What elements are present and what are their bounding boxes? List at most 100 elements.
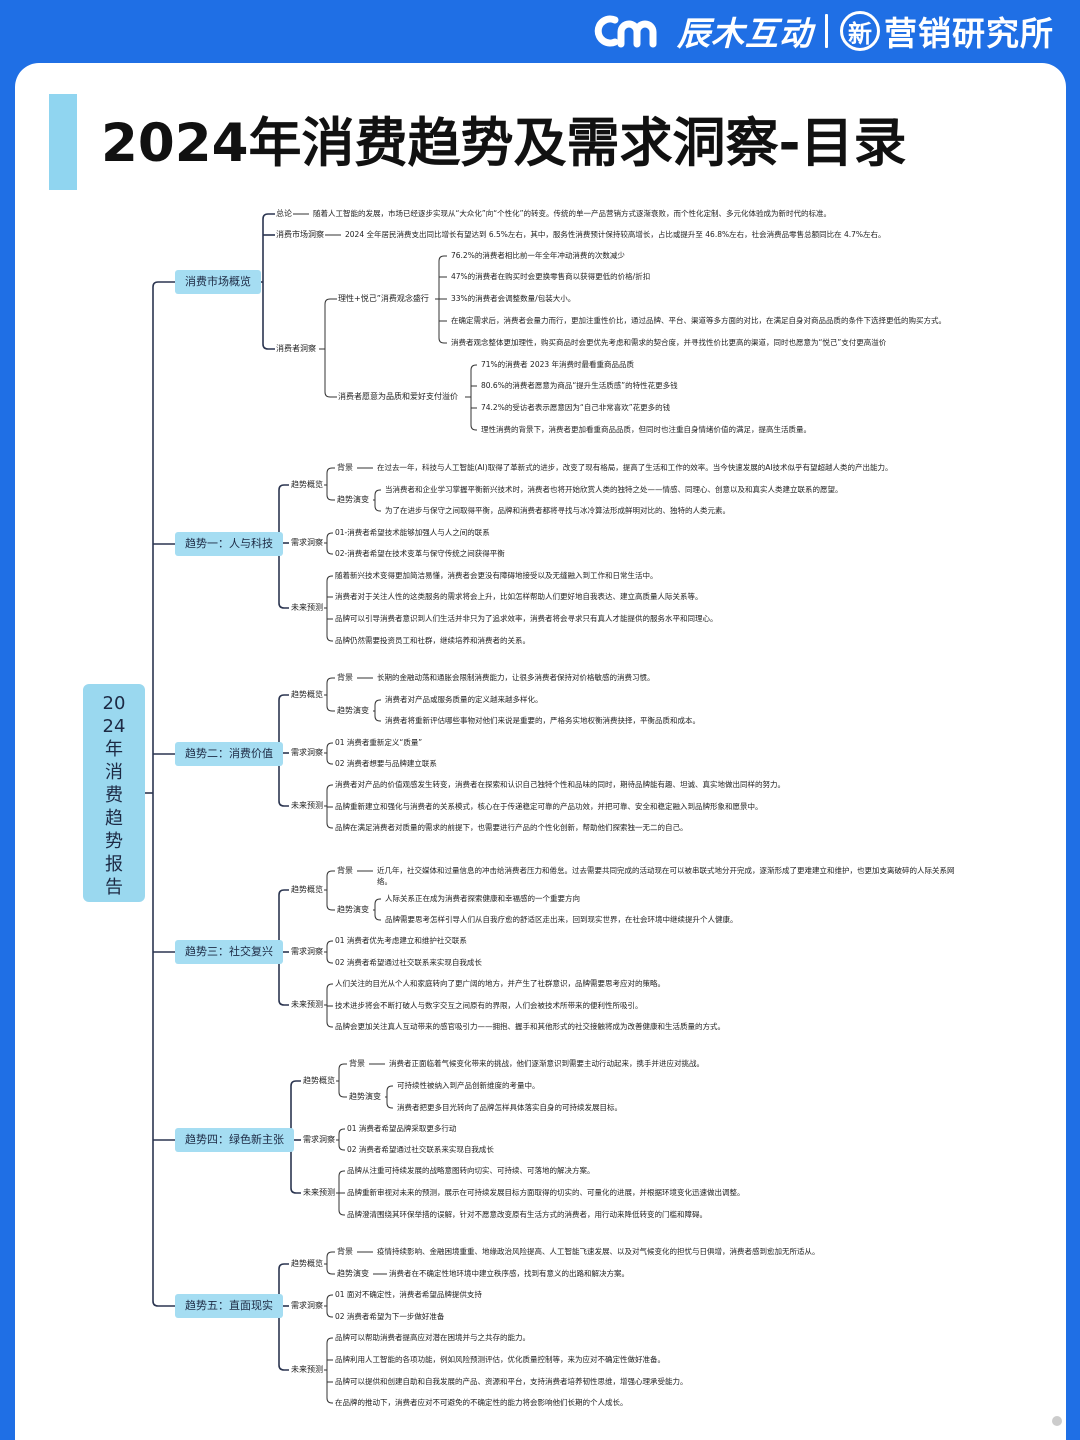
t1-overview-label: 趋势概览 [291, 480, 323, 489]
t3-bg-text: 近几年，社交媒体和过量信息的冲击给消费者压力和倦怠。过去需要共同完成的活动现在可… [377, 866, 955, 886]
brand-name: 辰木互动 [677, 14, 813, 53]
t2-future-item: 品牌在满足消费者对质量的需求的前提下，也需要进行产品的个性化创新，帮助他们探索独… [335, 823, 688, 832]
quality-item: 74.2%的受访者表示愿意因为“自己非常喜欢”花更多的钱 [481, 403, 671, 412]
scroll-indicator[interactable] [1052, 1416, 1062, 1426]
t2-overview-label: 趋势概览 [291, 690, 323, 699]
quality-item: 71%的消费者 2023 年消费时最看重商品品质 [481, 360, 635, 369]
t5-overview-label: 趋势概览 [291, 1259, 323, 1268]
t1-needs-label: 需求洞察 [291, 538, 323, 547]
top-banner: 辰木互动 新 营销研究所 [0, 0, 1080, 62]
t5-future-label: 未来预测 [291, 1365, 323, 1374]
section-t4: 趋势四：绿色新主张 [175, 1128, 294, 1152]
t2-need-item: 02 消费者想要与品牌建立联系 [335, 759, 437, 768]
rational-item: 76.2%的消费者相比前一年全年冲动消费的次数减少 [451, 251, 625, 260]
t5-need-item: 02 消费者希望为下一步做好准备 [335, 1312, 445, 1321]
brand-tagline: 营销研究所 [884, 14, 1054, 53]
t1-evo-item: 为了在进步与保守之间取得平衡，品牌和消费者都将寻找与冰冷算法形成鲜明对比的、独特… [385, 506, 730, 515]
t2-evo-item: 消费者对产品或服务质量的定义越来越多样化。 [385, 695, 543, 704]
t4-future-item: 品牌从注重可持续发展的战略意图转向切实、可持续、可落地的解决方案。 [347, 1166, 595, 1175]
t2-future-label: 未来预测 [291, 801, 323, 810]
t1-future-item: 消费者对于关注人性的这类服务的需求将会上升，比如怎样帮助人们更好地自我表达、建立… [335, 592, 703, 601]
rational-item: 33%的消费者会调整数量/包装大小。 [451, 294, 576, 303]
quality-item: 80.6%的消费者愿意为商品“提升生活质感”的特性花更多钱 [481, 381, 678, 390]
t3-needs-label: 需求洞察 [291, 947, 323, 956]
rational-label: 理性+悦己”消费观念盛行 [338, 294, 429, 303]
section-t5: 趋势五：直面现实 [175, 1294, 283, 1318]
t4-future-item: 品牌重新审视对未来的预测，展示在可持续发展目标方面取得的切实的、可量化的进展，并… [347, 1188, 745, 1197]
t3-need-item: 01 消费者优先考虑建立和维护社交联系 [335, 936, 467, 945]
mindmap: 2024年消费趋势报告 消费市场概览 总论 随着人工智能的发展，市场已经逐步实现从“… [15, 63, 1066, 1440]
t2-future-item: 品牌重新建立和强化与消费者的关系模式，核心在于传递稳定可靠的产品功效，并把可靠、… [335, 802, 763, 811]
t2-need-item: 01 消费者重新定义“质量” [335, 738, 423, 747]
section-t3: 趋势三：社交复兴 [175, 940, 283, 964]
t4-evo-item: 消费者把更多目光转向了品牌怎样具体落实自身的可持续发展目标。 [397, 1103, 622, 1112]
brand-badge: 新 [840, 11, 880, 51]
t3-evo-label: 趋势演变 [337, 905, 369, 914]
brand-divider [825, 14, 828, 48]
t2-needs-label: 需求洞察 [291, 748, 323, 757]
t4-need-item: 02 消费者希望通过社交联系来实现自我成长 [347, 1145, 494, 1154]
market-insight-label: 消费市场洞察 [276, 230, 324, 239]
t1-need-item: 02-消费者希望在技术变革与保守传统之间获得平衡 [335, 549, 505, 558]
t2-future-item: 消费者对产品的价值观感发生转变，消费者在探索和认识自己独特个性和品味的同时，期待… [335, 780, 785, 789]
t1-bg-label: 背景 [337, 463, 353, 472]
root-label: 2024年消费趋势报告 [102, 693, 126, 898]
t1-evo-label: 趋势演变 [337, 495, 369, 504]
t5-need-item: 01 面对不确定性，消费者希望品牌提供支持 [335, 1290, 482, 1299]
t1-future-item: 品牌仍然需要投资员工和社群，继续培养和消费者的关系。 [335, 636, 530, 645]
rational-item: 47%的消费者在购买时会更换零售商以获得更低的价格/折扣 [451, 272, 651, 281]
t5-future-item: 在品牌的推动下，消费者应对不可避免的不确定性的能力将会影响他们长期的个人成长。 [335, 1398, 628, 1407]
t1-future-label: 未来预测 [291, 603, 323, 612]
t3-future-item: 人们关注的目光从个人和家庭转向了更广阔的地方，并产生了社群意识，品牌需要思考应对… [335, 979, 665, 988]
t4-bg-label: 背景 [349, 1059, 365, 1068]
section-t2: 趋势二：消费价值 [175, 742, 283, 766]
t3-future-label: 未来预测 [291, 1000, 323, 1009]
market-summary-text: 随着人工智能的发展，市场已经逐步实现从“大众化”向“个性化”的转变。传统的单一产… [313, 209, 832, 218]
t2-evo-item: 消费者将重新评估哪些事物对他们来说是重要的，严格务实地权衡消费抉择，平衡品质和成… [385, 716, 700, 725]
t3-evo-item: 品牌需要思考怎样引导人们从自我疗愈的舒适区走出来，回到现实世界，在社会环境中继续… [385, 915, 738, 924]
t5-evo-text: 消费者在不确定性地环境中建立秩序感，找到有意义的出路和解决方案。 [389, 1269, 629, 1278]
cm-logo-icon [594, 15, 657, 48]
root-node: 2024年消费趋势报告 [83, 684, 145, 902]
rational-item: 在确定需求后，消费者会量力而行，更加注重性价比，通过品牌、平台、渠道等多方面的对… [451, 316, 946, 325]
t4-need-item: 01 消费者希望品牌采取更多行动 [347, 1124, 457, 1133]
t5-future-item: 品牌利用人工智能的各项功能，例如风险预测评估，优化质量控制等，来为应对不确定性做… [335, 1355, 665, 1364]
section-market: 消费市场概览 [175, 270, 261, 294]
mindmap-connectors [145, 213, 477, 1404]
t1-bg-text: 在过去一年，科技与人工智能(AI)取得了革新式的进步，改变了现有格局，提高了生活… [377, 463, 893, 472]
title-accent-bar [49, 94, 77, 190]
t3-evo-item: 人际关系正在成为消费者探索健康和幸福感的一个重要方向 [385, 894, 580, 903]
rational-item: 消费者观念整体更加理性，购买商品时会更优先考虑和需求的契合度，并寻找性价比更高的… [451, 338, 887, 347]
t5-future-item: 品牌可以帮助消费者提高应对潜在困境并与之共存的能力。 [335, 1333, 530, 1342]
section-t1: 趋势一：人与科技 [175, 532, 283, 556]
t1-need-item: 01-消费者希望技术能够加强人与人之间的联系 [335, 528, 490, 537]
t4-future-label: 未来预测 [303, 1188, 335, 1197]
content-card: 2024年消费趋势及需求洞察-目录 2024年消费趋势报告 消费市场概览总论随着… [15, 63, 1066, 1440]
t4-overview-label: 趋势概览 [303, 1076, 335, 1085]
t4-bg-text: 消费者正面临着气候变化带来的挑战，他们逐渐意识到需要主动行动起来，携手并进应对挑… [389, 1059, 704, 1068]
t3-bg-label: 背景 [337, 866, 353, 875]
t4-evo-item: 可持续性被纳入到产品创新维度的考量中。 [397, 1081, 540, 1090]
t4-evo-label: 趋势演变 [349, 1092, 381, 1101]
t5-future-item: 品牌可以提供和创建自助和自我发展的产品、资源和平台，支持消费者培养韧性思维，增强… [335, 1377, 688, 1386]
quality-item: 理性消费的背景下，消费者更加看重商品品质，但同时也注重自身情绪价值的满足，提高生… [481, 425, 811, 434]
t3-future-item: 品牌会更加关注真人互动带来的感官吸引力——拥抱、握手和其他形式的社交接触将成为改… [335, 1022, 725, 1031]
t2-evo-label: 趋势演变 [337, 706, 369, 715]
t1-future-item: 随着新兴技术变得更加简洁易懂，消费者会更没有障碍地接受以及无缝融入到工作和日常生… [335, 571, 658, 580]
t5-needs-label: 需求洞察 [291, 1301, 323, 1310]
t3-overview-label: 趋势概览 [291, 885, 323, 894]
t4-future-item: 品牌澄清围绕其环保举措的误解，针对不愿意改变原有生活方式的消费者，用行动来降低转… [347, 1210, 707, 1219]
page-title: 2024年消费趋势及需求洞察-目录 [101, 113, 907, 174]
t5-evo-label: 趋势演变 [337, 1269, 369, 1278]
market-summary-label: 总论 [276, 209, 292, 218]
t5-bg-label: 背景 [337, 1247, 353, 1256]
brand-lockup: 辰木互动 新 营销研究所 [587, 8, 1054, 54]
t1-future-item: 品牌可以引导消费者意识到人们生活并非只为了追求效率，消费者将会寻求只有真人才能提… [335, 614, 718, 623]
quality-label: 消费者愿意为品质和爱好支付溢价 [338, 392, 458, 401]
t2-bg-label: 背景 [337, 673, 353, 682]
t1-evo-item: 当消费者和企业学习掌握平衡新兴技术时，消费者也将开始欣赏人类的独特之处——情感、… [385, 485, 843, 494]
t3-future-item: 技术进步将会不断打破人与数字交互之间原有的界限，人们会被技术所带来的便利性所吸引… [335, 1001, 643, 1010]
t3-need-item: 02 消费者希望通过社交联系来实现自我成长 [335, 958, 482, 967]
consumer-insight-label: 消费者洞察 [276, 344, 316, 353]
t2-bg-text: 长期的金融动荡和通胀会限制消费能力，让很多消费者保持对价格敏感的消费习惯。 [377, 673, 655, 682]
